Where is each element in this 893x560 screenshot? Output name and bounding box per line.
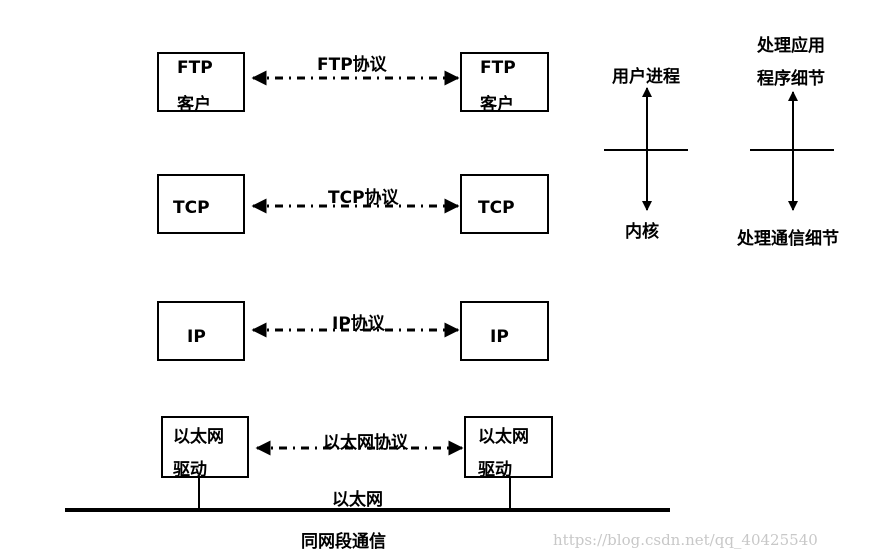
eth-driver-right-box: 以太网 驱动 <box>464 416 553 480</box>
eth-driver-right-line1: 以太网 <box>478 427 529 447</box>
ip-protocol-label: IP协议 <box>332 314 385 334</box>
app-details-line2: 程序细节 <box>757 69 825 89</box>
eth-driver-left-line2: 驱动 <box>173 460 207 480</box>
ethernet-medium-label: 以太网 <box>332 490 383 510</box>
ftp-client-left-box: FTP 客户 <box>157 52 245 115</box>
ftp-protocol-label: FTP协议 <box>317 55 387 75</box>
tcp-protocol-label: TCP协议 <box>328 188 399 208</box>
tcp-right-label: TCP <box>478 198 515 218</box>
ftp-client-left-line1: FTP <box>177 58 213 78</box>
ip-right-label: IP <box>490 327 509 347</box>
eth-driver-right-line2: 驱动 <box>478 460 512 480</box>
ftp-client-left-line2: 客户 <box>177 95 211 115</box>
ip-right-box: IP <box>460 301 549 361</box>
csdn-watermark: https://blog.csdn.net/qq_40425540 <box>553 531 818 549</box>
ip-left-label: IP <box>187 327 206 347</box>
ip-left-box: IP <box>157 301 245 361</box>
eth-driver-left-box: 以太网 驱动 <box>161 416 249 480</box>
eth-driver-left-line1: 以太网 <box>173 427 224 447</box>
tcp-right-box: TCP <box>460 174 549 234</box>
tcp-left-box: TCP <box>157 174 245 234</box>
kernel-label: 内核 <box>625 222 659 242</box>
comm-details-label: 处理通信细节 <box>737 229 839 249</box>
app-details-line1: 处理应用 <box>757 36 825 56</box>
ethernet-protocol-label: 以太网协议 <box>323 433 408 453</box>
tcp-left-label: TCP <box>173 198 210 218</box>
ftp-client-right-line2: 客户 <box>480 95 514 115</box>
same-segment-caption: 同网段通信 <box>301 532 386 552</box>
ftp-client-right-line1: FTP <box>480 58 516 78</box>
user-process-label: 用户进程 <box>612 67 680 87</box>
ftp-client-right-box: FTP 客户 <box>460 52 549 115</box>
